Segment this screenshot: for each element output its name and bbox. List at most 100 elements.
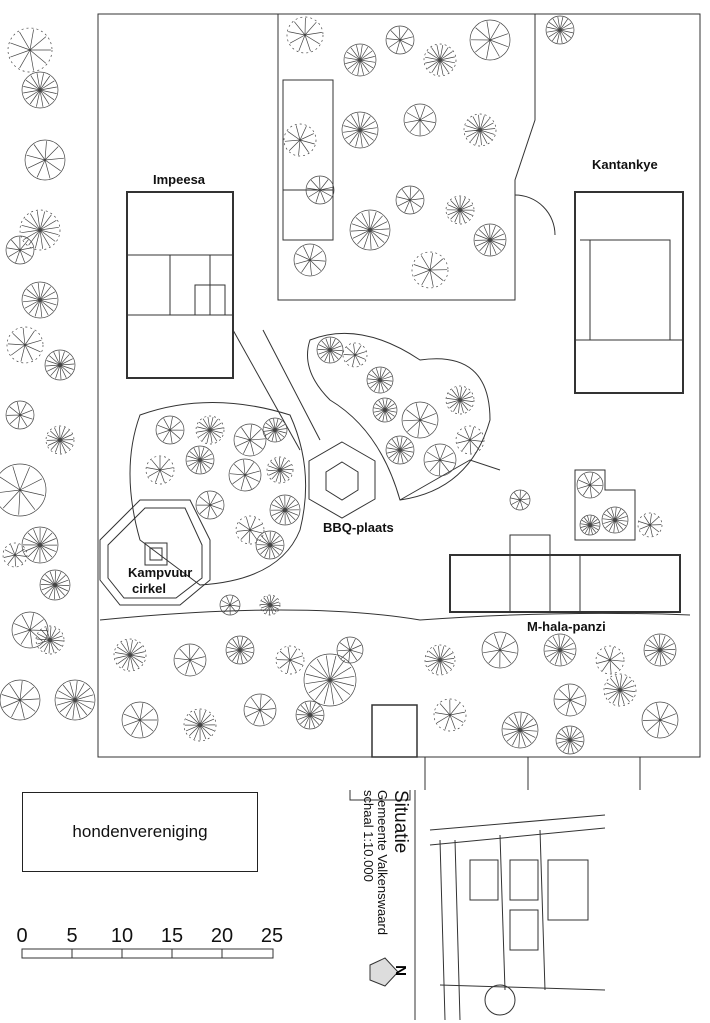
tree-icon (225, 635, 255, 665)
tree-icon (372, 397, 398, 423)
tree-icon (366, 366, 394, 394)
tree-icon (305, 175, 335, 205)
tree-icon (395, 185, 425, 215)
label-impeesa: Impeesa (153, 172, 206, 187)
impeesa-building (126, 191, 234, 379)
tree-icon (155, 415, 185, 445)
tree-icon (21, 281, 59, 319)
tree-icon (195, 490, 225, 520)
shed-top-2 (282, 189, 334, 241)
tree-icon (403, 103, 437, 137)
tree-icon (473, 223, 507, 257)
tree-icon (336, 636, 364, 664)
tree-icon (293, 243, 327, 277)
tree-icon (295, 700, 325, 730)
situatie-scale: schaal 1:10.000 (360, 790, 376, 882)
north-arrow-icon (369, 957, 399, 987)
tree-icon (195, 415, 225, 445)
tree-icon (424, 644, 456, 676)
scale-label: 10 (110, 925, 134, 947)
tree-icon (5, 400, 35, 430)
tree-icon (385, 435, 415, 465)
tree-icon (235, 515, 265, 545)
tree-icon (579, 514, 601, 536)
campfire-square (144, 542, 168, 566)
tree-icon (113, 638, 147, 672)
tree-icon (243, 693, 277, 727)
tree-icon (24, 139, 66, 181)
tree-icon (21, 526, 59, 564)
label-cirkel: cirkel (132, 581, 166, 596)
tree-icon (259, 594, 281, 616)
label-kampvuur: Kampvuur (128, 565, 193, 580)
tree-icon (283, 123, 317, 157)
forest-area-kampvuur (129, 402, 307, 586)
tree-icon (637, 512, 663, 538)
m-hala-panzi-building (449, 554, 681, 613)
tree-icon (603, 673, 637, 707)
tree-icon (54, 679, 96, 721)
tree-icon (35, 625, 65, 655)
situatie-municipality: Gemeente Valkenswaard (375, 790, 391, 936)
tree-icon (6, 326, 44, 364)
tree-icon (463, 113, 497, 147)
tree-icon (2, 542, 28, 568)
label-bbq: BBQ-plaats (323, 520, 394, 535)
tree-icon (455, 425, 485, 455)
tree-icon (316, 336, 344, 364)
tree-icon (0, 679, 41, 721)
tree-icon (545, 15, 575, 45)
tree-icon (641, 701, 679, 739)
tree-icon (445, 385, 475, 415)
tree-icon (45, 425, 75, 455)
tree-icon (349, 209, 391, 251)
tree-icon (121, 701, 159, 739)
tree-icon (219, 594, 241, 616)
bbq-hexagon (308, 441, 376, 519)
tree-icon (275, 645, 305, 675)
label-kantankye: Kantankye (592, 157, 658, 172)
tree-icon (576, 471, 604, 499)
tree-icon (643, 633, 677, 667)
situatie-legend: Situatie Gemeente Valkenswaard schaal 1:… (360, 790, 411, 936)
tree-icon (228, 458, 262, 492)
tree-icon (5, 235, 35, 265)
forest-area-top (277, 14, 536, 301)
tree-icon (423, 43, 457, 77)
tree-icon (21, 71, 59, 109)
tree-icon (255, 530, 285, 560)
tree-icon (173, 643, 207, 677)
tree-icon (401, 401, 439, 439)
tree-icon (509, 489, 531, 511)
tree-icon (145, 455, 175, 485)
scale-label: 0 (16, 925, 28, 947)
tree-icon (595, 645, 625, 675)
tree-icon (555, 725, 585, 755)
tree-icon (543, 633, 577, 667)
tree-icon (44, 349, 76, 381)
tree-icon (411, 251, 449, 289)
scale-label: 20 (210, 925, 234, 947)
site-boundary (97, 13, 701, 758)
tree-icon (183, 708, 217, 742)
tree-icon (286, 16, 324, 54)
tree-icon (469, 19, 511, 61)
neighbour-hondenvereniging: hondenvereniging (22, 792, 258, 872)
tree-icon (423, 443, 457, 477)
tree-icon (553, 683, 587, 717)
tree-icon (0, 463, 47, 517)
tree-icon (266, 456, 294, 484)
situatie-title: Situatie (390, 790, 411, 854)
tree-icon (341, 111, 379, 149)
scale-bar (21, 948, 274, 959)
tree-icon (185, 445, 215, 475)
tree-icon (342, 342, 368, 368)
location-map (414, 790, 606, 1021)
tree-icon (501, 711, 539, 749)
tree-icon (269, 494, 301, 526)
gate-shed (371, 704, 418, 758)
tree-icon (7, 27, 53, 73)
tree-icon (601, 506, 629, 534)
scale-label: 5 (66, 925, 78, 947)
